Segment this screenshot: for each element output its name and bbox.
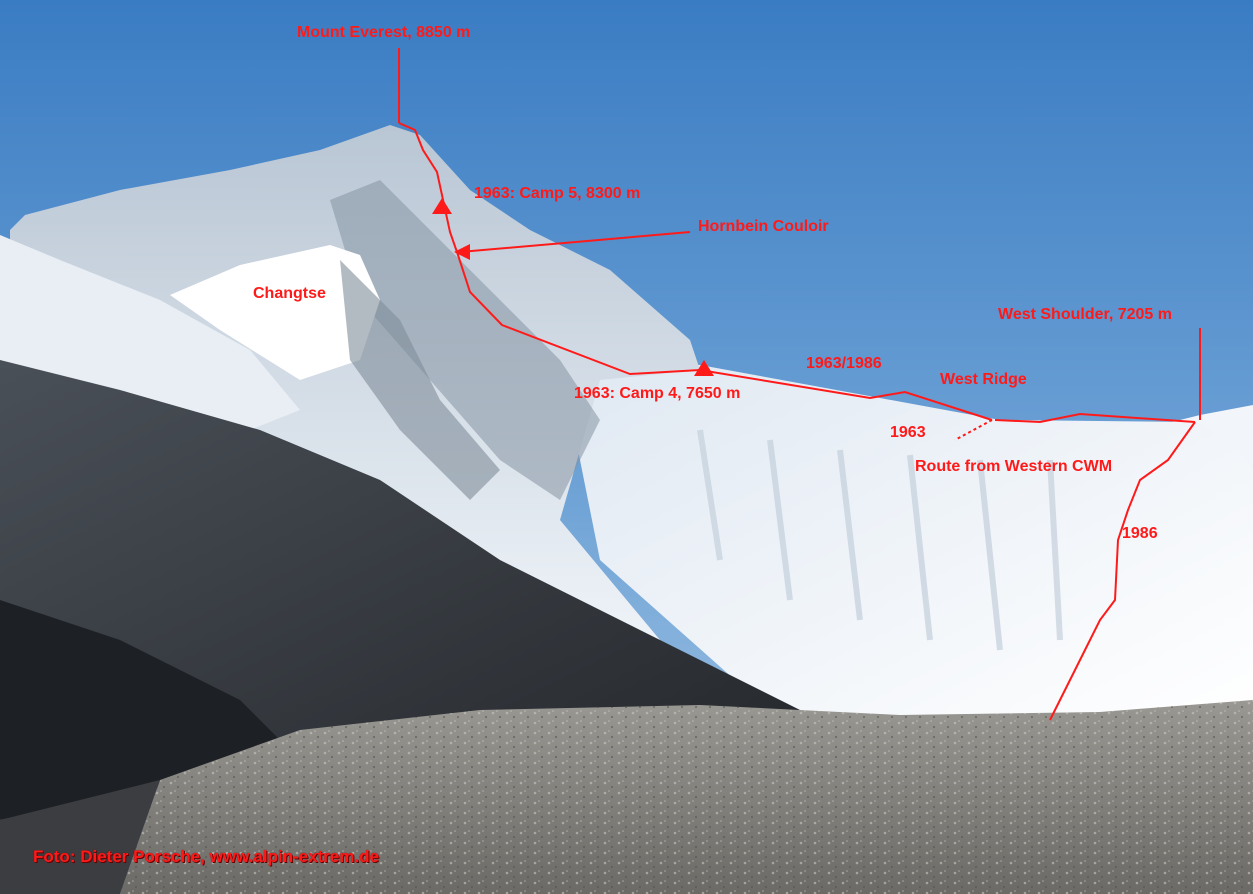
dark-rock-ridge (0, 360, 820, 760)
snow-flutings (697, 429, 1063, 651)
hornbein-arrowhead (454, 244, 470, 260)
summit-route (398, 122, 993, 421)
western-cwm-dotted (954, 419, 993, 441)
route-lines (398, 48, 1201, 721)
summit-label: Mount Everest, 8850 m (297, 24, 471, 41)
moraine-gravel (120, 700, 1253, 894)
camp5-label: 1963: Camp 5, 8300 m (474, 185, 641, 202)
hornbein-couloir-label: Hornbein Couloir (698, 218, 829, 235)
north-face-rock (330, 180, 600, 500)
hornbein-arrow-line (459, 231, 691, 253)
west-ridge-route (994, 412, 1196, 424)
everest-pyramid (10, 125, 700, 640)
changtse-peak (170, 245, 380, 380)
changtse-ridge-shadow (340, 260, 500, 500)
year-1963-label: 1963 (890, 424, 926, 441)
camp5-marker-icon (432, 198, 452, 214)
west-ridge-face (560, 360, 1253, 720)
photo-credit: Foto: Dieter Porsche, www.alpin-extrem.d… (33, 847, 380, 866)
west-shoulder-label: West Shoulder, 7205 m (998, 306, 1172, 323)
route-1986 (1049, 421, 1196, 721)
year-1986-label: 1986 (1122, 525, 1158, 542)
route-1963-1986-label: 1963/1986 (806, 355, 882, 372)
western-cwm-label: Route from Western CWM (915, 458, 1113, 475)
changtse-label: Changtse (253, 285, 326, 302)
camp4-marker-icon (694, 360, 714, 376)
west-ridge-label: West Ridge (940, 371, 1027, 388)
left-foreground-rock (0, 780, 160, 894)
camp4-label: 1963: Camp 4, 7650 m (574, 385, 741, 402)
